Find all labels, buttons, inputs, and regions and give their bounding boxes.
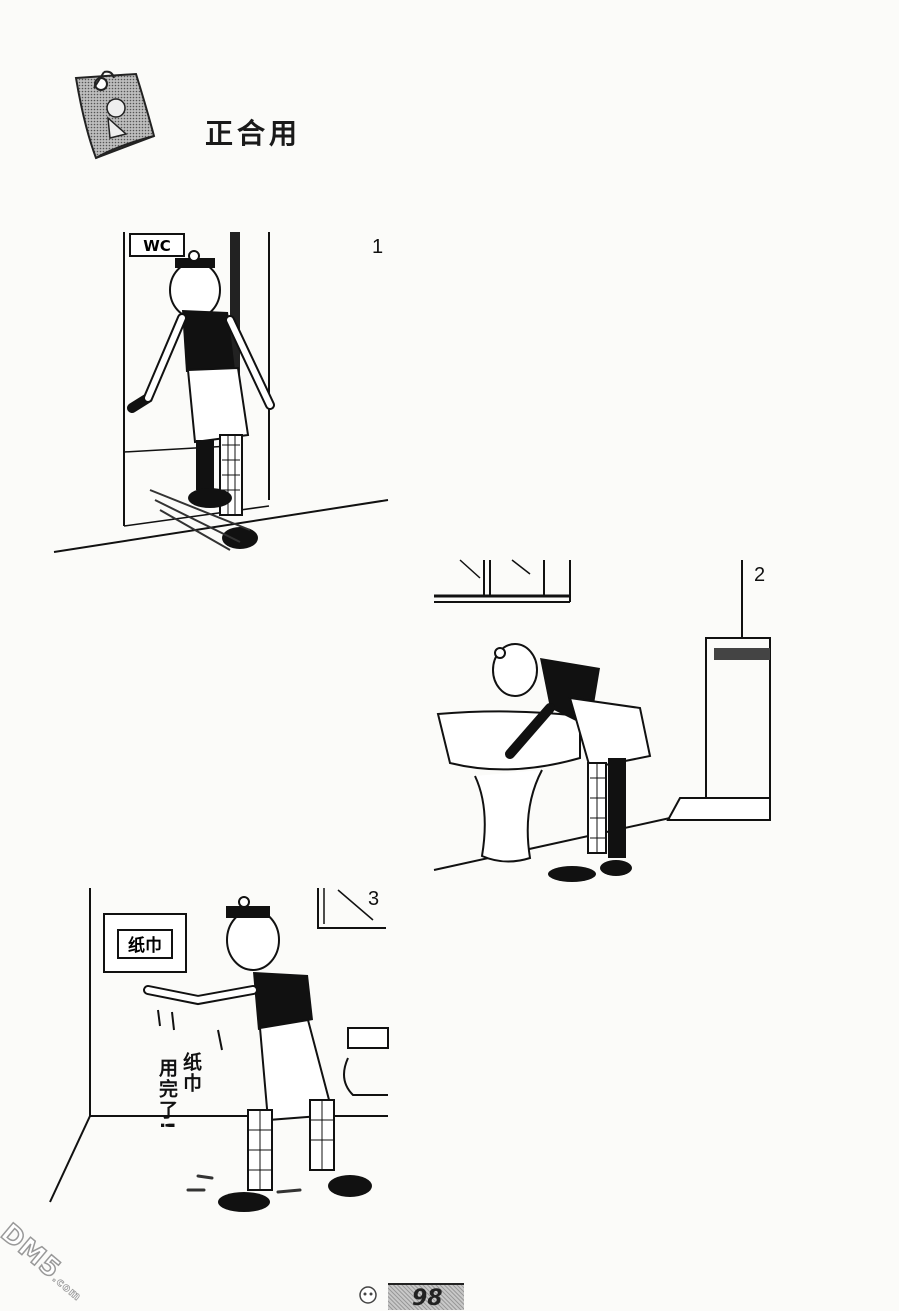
panel-1-illustration: WC <box>53 232 389 553</box>
page-number-box <box>388 1283 464 1310</box>
panel-3-illustration: 纸巾 <box>49 888 389 1212</box>
dispenser-label: 纸巾 <box>128 935 162 956</box>
panel-3-number: 3 <box>368 888 380 910</box>
pinned-note-icon <box>74 70 156 160</box>
watermark: DM5.com <box>0 1217 84 1304</box>
panel-1-number: 1 <box>372 236 384 258</box>
speech-line-2: 用完了! <box>156 1058 178 1132</box>
panel-2-illustration <box>433 559 771 882</box>
speech-line-1: 纸巾 <box>180 1052 202 1094</box>
wc-sign-text: WC <box>143 237 171 255</box>
panel-2-number: 2 <box>754 564 766 586</box>
page-mascot-icon <box>359 1286 377 1304</box>
page-number: 98 <box>412 1286 443 1311</box>
page-title: 正合用 <box>205 117 302 150</box>
